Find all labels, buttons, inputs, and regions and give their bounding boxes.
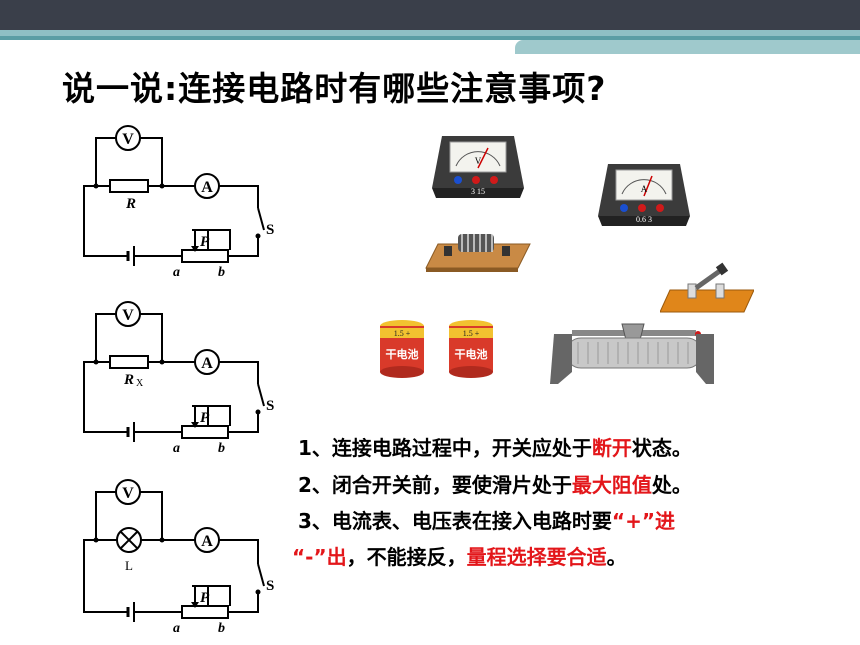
switch-label: S — [266, 578, 274, 594]
battery-image-2: 1.5 + 干电池 — [449, 320, 493, 378]
battery-2-rating: 1.5 + — [463, 329, 480, 338]
note-2-end: 处。 — [651, 473, 692, 497]
note-3-mid: ，不能接反， — [346, 545, 467, 569]
circuit-diagram-2: V A R X S P a b — [83, 301, 274, 454]
voltmeter-symbol-2 — [115, 301, 141, 327]
switch-image — [660, 262, 754, 313]
circuit-diagram-1: V A R S P a b — [83, 125, 274, 278]
rheostat-image — [550, 323, 714, 384]
note-3-text: 3、电流表、电压表在接入电路时要 — [298, 509, 612, 533]
voltmeter-label: V — [122, 307, 134, 324]
ammeter-image-letter: A — [641, 184, 648, 194]
end-a-label: a — [173, 621, 180, 636]
voltmeter-label: V — [122, 131, 134, 148]
slider-label: P — [200, 234, 210, 250]
note-3: 3、电流表、电压表在接入电路时要“+”进 — [298, 505, 675, 534]
resistor-subscript: X — [136, 378, 144, 389]
note-1: 1、连接电路过程中，开关应处于断开状态。 — [298, 432, 692, 461]
header-tab — [515, 40, 860, 54]
slide-title: 说一说:连接电路时有哪些注意事项? — [62, 69, 607, 108]
note-1-text: 1、连接电路过程中，开关应处于 — [298, 436, 592, 460]
resistor-board-image — [425, 234, 531, 272]
battery-2-label: 干电池 — [455, 347, 488, 361]
note-3-minus-out: “-”出 — [292, 545, 347, 569]
voltmeter-symbol-3 — [115, 479, 141, 505]
ammeter-label: A — [201, 533, 213, 550]
note-3-end: 。 — [606, 545, 627, 569]
ammeter-label: A — [201, 355, 213, 372]
note-2-emphasis: 最大阻值 — [571, 473, 652, 497]
end-b-label: b — [218, 441, 225, 454]
ammeter-image: A 0.6 3 — [598, 164, 690, 226]
voltmeter-label: V — [122, 485, 134, 502]
ammeter-label: A — [201, 179, 213, 196]
voltmeter-image-letter: V — [475, 156, 482, 166]
end-b-label: b — [218, 265, 225, 278]
battery-image-1: 1.5 + 干电池 — [380, 320, 424, 378]
resistor-label: R — [125, 196, 136, 212]
resistor-label: R — [123, 372, 134, 388]
header-stripe-dark — [0, 36, 860, 40]
ammeter-image-scale: 0.6 3 — [636, 215, 652, 224]
slider-label: P — [200, 590, 210, 606]
battery-1-rating: 1.5 + — [394, 329, 411, 338]
note-2-text: 2、闭合开关前，要使滑片处于 — [298, 473, 572, 497]
voltmeter-symbol-1 — [115, 125, 141, 151]
header-bar — [0, 0, 860, 40]
note-2: 2、闭合开关前，要使滑片处于最大阻值处。 — [298, 469, 692, 498]
note-1-end: 状态。 — [631, 436, 692, 460]
switch-label: S — [266, 222, 274, 238]
note-3-range: 量程选择要合适 — [466, 545, 607, 569]
lamp-label: L — [125, 558, 133, 573]
switch-label: S — [266, 398, 274, 414]
battery-1-label: 干电池 — [386, 347, 419, 361]
end-a-label: a — [173, 265, 180, 278]
note-1-emphasis: 断开 — [591, 436, 632, 460]
circuit-diagram-3: V A L S P a b — [83, 479, 274, 636]
voltmeter-image-scale: 3 15 — [471, 187, 485, 196]
voltmeter-image: V 3 15 — [432, 136, 524, 198]
slider-label: P — [200, 410, 210, 426]
header-stripe — [0, 30, 860, 36]
end-a-label: a — [173, 441, 180, 454]
end-b-label: b — [218, 621, 225, 636]
note-3-emphasis: “+”进 — [611, 509, 675, 533]
note-3-continued: “-”出，不能接反，量程选择要合适。 — [292, 541, 627, 570]
